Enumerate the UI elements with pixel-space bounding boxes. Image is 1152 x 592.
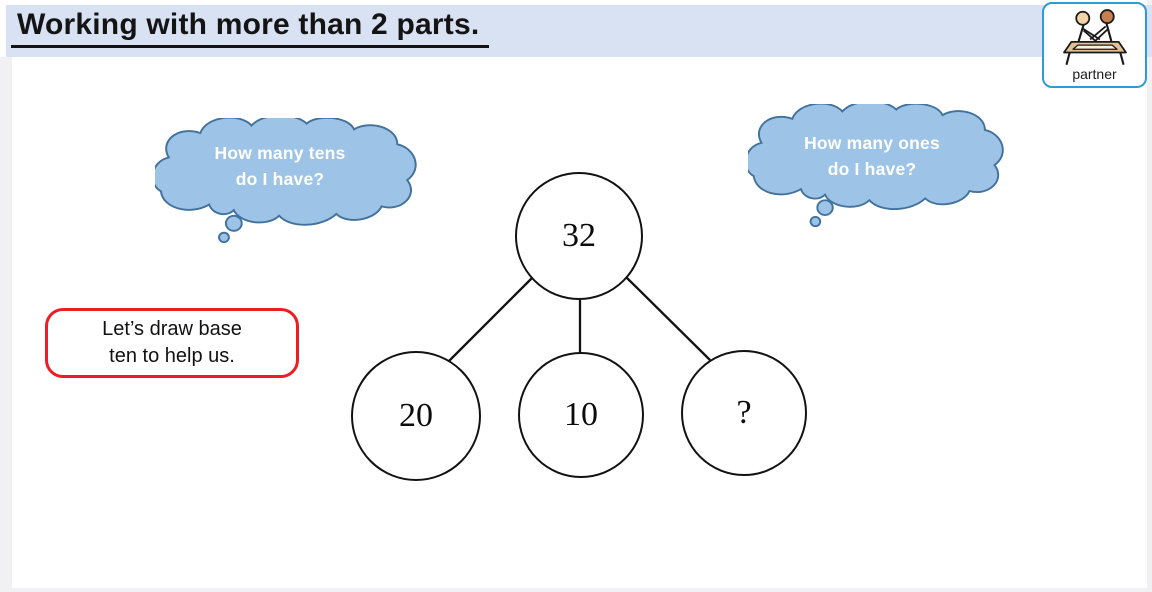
part-circle-1: 20 — [351, 351, 481, 481]
thought-cloud-right-text: How many ones do I have? — [757, 130, 987, 182]
partners-at-table-icon — [1062, 9, 1127, 66]
callout-box: Let’s draw base ten to help us. — [45, 308, 299, 378]
bottom-gutter — [12, 588, 1147, 592]
callout-line1: Let’s draw base — [102, 318, 242, 340]
part2-value: 10 — [564, 396, 598, 433]
cloud-right-line1: How many ones — [804, 133, 940, 153]
callout-line2: ten to help us. — [109, 345, 235, 367]
right-gutter — [1147, 0, 1152, 592]
cloud-left-line1: How many tens — [214, 143, 346, 163]
whole-circle: 32 — [515, 172, 643, 300]
partner-badge-label: partner — [1072, 66, 1117, 82]
part-circle-3: ? — [681, 350, 807, 476]
thought-cloud-left — [155, 118, 417, 244]
partner-badge: partner — [1042, 2, 1147, 88]
left-gutter — [0, 57, 12, 592]
thought-cloud-left-text: How many tens do I have? — [165, 140, 395, 192]
part-circle-2: 10 — [518, 352, 644, 478]
part3-value: ? — [736, 394, 752, 431]
cloud-left-line2: do I have? — [235, 169, 325, 189]
whole-value: 32 — [562, 217, 596, 254]
page-title: Working with more than 2 parts. — [11, 8, 490, 48]
part1-value: 20 — [399, 397, 433, 434]
title-band — [6, 5, 1152, 57]
thought-cloud-right — [748, 104, 1004, 228]
cloud-right-line2: do I have? — [827, 159, 917, 179]
